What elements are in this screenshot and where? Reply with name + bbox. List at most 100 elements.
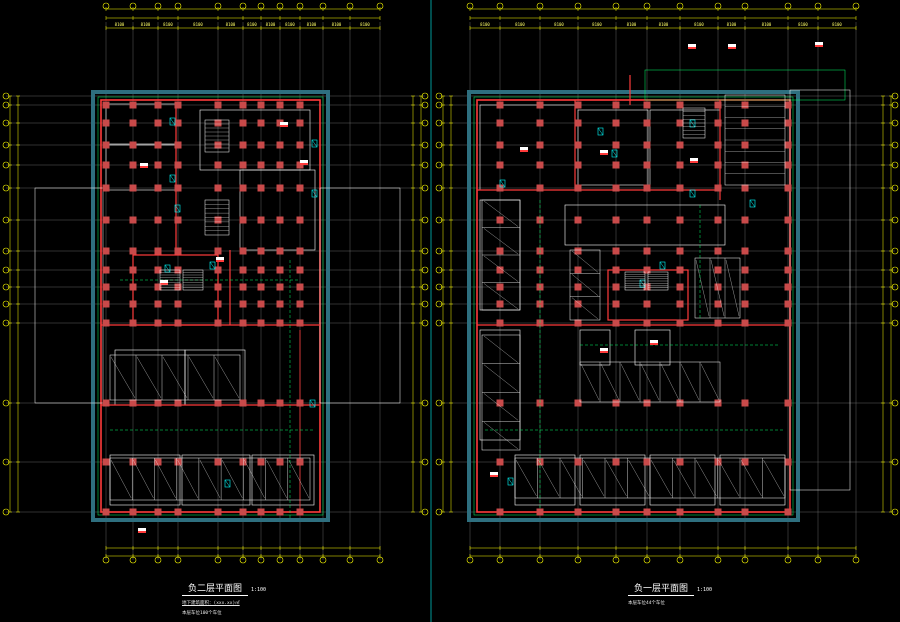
structural-column <box>536 508 544 516</box>
axis-bubble <box>2 247 10 255</box>
room-outline <box>514 454 576 506</box>
dimension-value: 8100 <box>247 22 257 27</box>
equipment-tag <box>280 122 288 125</box>
structural-column <box>496 119 504 127</box>
structural-column <box>102 101 110 109</box>
structural-column <box>741 300 749 308</box>
axis-bubble <box>435 247 443 255</box>
structural-column <box>741 161 749 169</box>
structural-column <box>643 247 651 255</box>
fire-hydrant-marker <box>507 477 514 486</box>
structural-column <box>676 101 684 109</box>
structural-column <box>214 101 222 109</box>
structural-column <box>257 161 265 169</box>
structural-column <box>714 508 722 516</box>
structural-column <box>276 216 284 224</box>
structural-column <box>676 141 684 149</box>
parking-stall-diagonal <box>483 200 519 227</box>
parking-stall-diagonal <box>266 459 287 499</box>
parking-stall-diagonal <box>710 259 725 317</box>
structural-column <box>239 458 247 466</box>
waterproof-line <box>97 96 324 516</box>
axis-bubble <box>435 92 443 100</box>
structural-column <box>257 101 265 109</box>
structural-column <box>574 458 582 466</box>
equipment-tag <box>138 528 146 531</box>
axis-bubble <box>643 556 651 564</box>
fire-hydrant-marker <box>164 264 171 273</box>
equipment-tag <box>728 47 736 49</box>
axis-bubble <box>676 2 684 10</box>
fire-hydrant-marker <box>689 189 696 198</box>
structural-column <box>574 216 582 224</box>
structural-column <box>239 101 247 109</box>
structural-column <box>239 247 247 255</box>
parking-stall-diagonal <box>133 459 154 499</box>
parking-stall-diagonal <box>177 459 199 499</box>
axis-bubble <box>421 119 429 127</box>
room-outline <box>251 454 315 506</box>
dimension-value: 8100 <box>285 22 295 27</box>
axis-bubble <box>891 300 899 308</box>
structural-column <box>612 283 620 291</box>
structural-column <box>296 300 304 308</box>
fire-hydrant-marker <box>169 117 176 126</box>
structural-column <box>174 161 182 169</box>
axis-bubble <box>852 556 860 564</box>
axis-bubble <box>435 283 443 291</box>
axis-bubble <box>421 458 429 466</box>
structural-column <box>784 101 792 109</box>
dimension-value: 8100 <box>266 22 276 27</box>
axis-bubble <box>435 266 443 274</box>
structural-column <box>574 319 582 327</box>
axis-bubble <box>852 2 860 10</box>
fire-hydrant-marker <box>311 139 318 148</box>
axis-bubble <box>891 184 899 192</box>
room-outline <box>184 349 246 406</box>
structural-column <box>154 184 162 192</box>
structural-column <box>257 119 265 127</box>
structural-column <box>129 101 137 109</box>
dimension-value: 8100 <box>480 22 490 27</box>
structural-column <box>214 458 222 466</box>
structural-column <box>643 508 651 516</box>
structural-column <box>741 141 749 149</box>
axis-bubble <box>276 556 284 564</box>
structural-column <box>643 141 651 149</box>
structural-column <box>643 266 651 274</box>
parking-stall-diagonal <box>110 356 136 399</box>
left-sheet-title: 负二层平面图 <box>182 581 249 596</box>
fire-hydrant-marker <box>499 179 506 188</box>
fire-hydrant-marker <box>597 127 604 136</box>
axis-bubble <box>676 556 684 564</box>
structural-column <box>102 216 110 224</box>
structural-column <box>257 266 265 274</box>
axis-bubble <box>2 216 10 224</box>
right-sheet-scale: 1:100 <box>697 587 713 593</box>
equipment-tag <box>160 283 168 285</box>
axis-bubble <box>435 319 443 327</box>
axis-bubble <box>421 141 429 149</box>
structural-column <box>741 283 749 291</box>
axis-bubble <box>496 556 504 564</box>
structural-column <box>239 319 247 327</box>
structural-column <box>239 399 247 407</box>
room-outline <box>319 187 401 404</box>
structural-column <box>741 458 749 466</box>
parking-stall-diagonal <box>695 259 710 317</box>
structural-column <box>129 247 137 255</box>
equipment-tag <box>216 257 224 260</box>
axis-bubble <box>714 556 722 564</box>
equipment-tag <box>815 42 823 45</box>
axis-bubble <box>741 2 749 10</box>
structural-column <box>676 319 684 327</box>
axis-bubble <box>2 92 10 100</box>
equipment-tag <box>520 147 528 150</box>
axis-bubble <box>421 247 429 255</box>
structural-column <box>276 458 284 466</box>
structural-column <box>574 266 582 274</box>
structural-column <box>574 161 582 169</box>
axis-bubble <box>741 556 749 564</box>
